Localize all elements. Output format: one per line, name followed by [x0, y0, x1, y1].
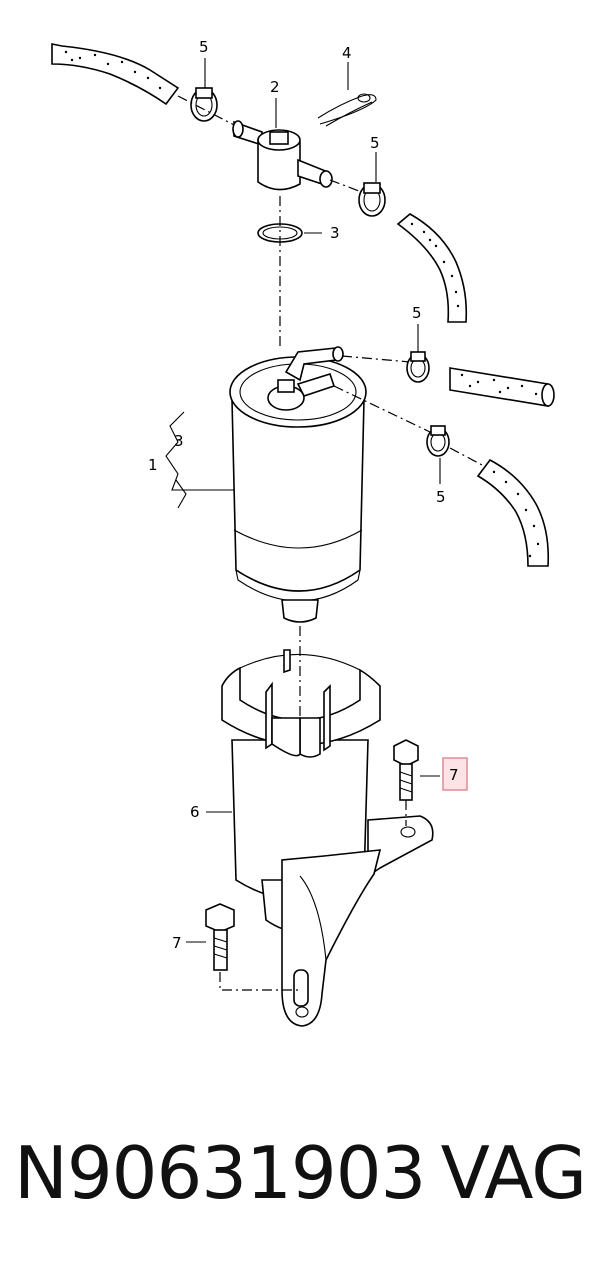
bolt-left — [205, 903, 235, 971]
hose-clip-upper-right — [358, 182, 386, 217]
callout-3-filter: 3 — [174, 432, 184, 450]
callout-3-o-ring: 3 — [330, 224, 340, 242]
connector-piece — [232, 120, 333, 191]
mounting-bracket — [281, 815, 434, 1027]
hose-clip-middle-right — [406, 351, 430, 383]
highlight-box-7 — [442, 757, 468, 791]
callout-5-top-left: 5 — [199, 38, 209, 56]
callout-5-lower-right: 5 — [436, 488, 446, 506]
hose-middle-right — [449, 367, 555, 407]
callout-6: 6 — [190, 803, 200, 821]
brand-name: VAG — [440, 1131, 587, 1215]
callout-1: 1 — [148, 456, 158, 474]
callout-7-highlighted: 7 — [449, 766, 459, 784]
hose-clip-lower-right — [426, 425, 450, 457]
retaining-clip — [317, 93, 377, 127]
hose-upper-right — [396, 213, 468, 323]
fuel-filter-exploded-diagram: 5 2 4 5 3 5 3 1 5 6 7 7 — [51, 38, 555, 1027]
bolt-right — [393, 739, 419, 801]
callout-7-left: 7 — [172, 934, 182, 952]
callout-2: 2 — [270, 78, 280, 96]
callout-4: 4 — [342, 44, 352, 62]
callout-5-middle-right: 5 — [412, 304, 422, 322]
hose-clip-top-left — [190, 87, 218, 122]
footer: N90631903 VAG — [0, 1118, 600, 1228]
callout-5-upper-right: 5 — [370, 134, 380, 152]
part-number: N90631903 — [14, 1131, 426, 1215]
fuel-filter-body — [229, 346, 367, 623]
hose-top-left — [51, 43, 180, 106]
hose-lower-right — [476, 458, 550, 567]
